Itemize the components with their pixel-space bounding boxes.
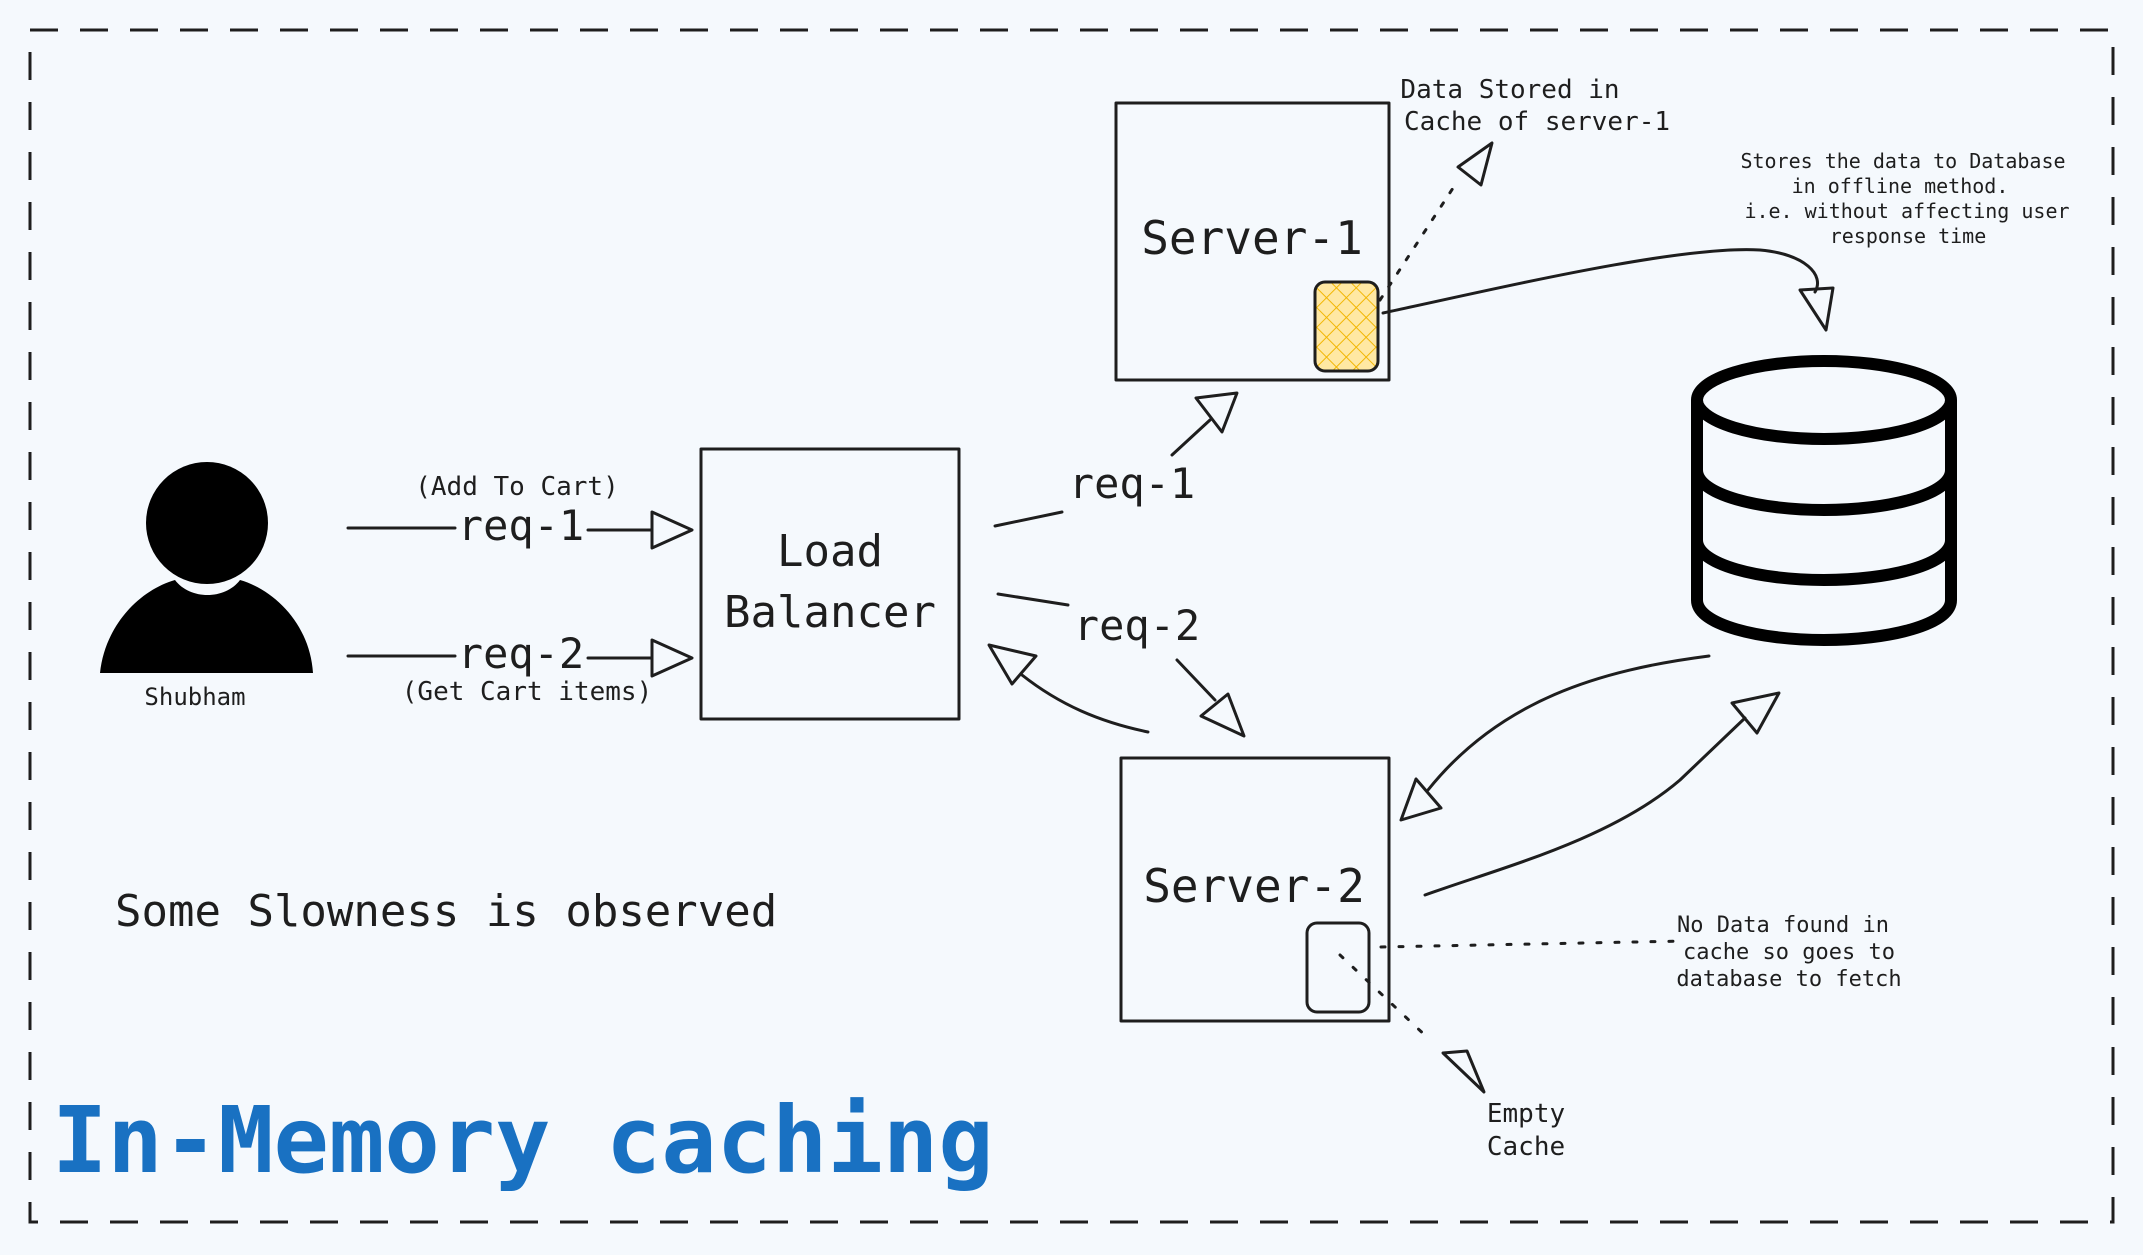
- route-server1-line-b: [1170, 418, 1212, 457]
- route-server2-label: req-2: [1074, 601, 1200, 650]
- req1-arrow-head: [650, 510, 694, 550]
- db-to-server2-curve: [1426, 654, 1711, 792]
- server2-to-db-curve: [1423, 716, 1747, 897]
- req1-label: req-1: [458, 501, 584, 550]
- server1-box: [1114, 101, 1391, 382]
- miss-note-line3: database to fetch: [1676, 967, 1901, 992]
- route-server1-label: req-1: [1069, 459, 1195, 508]
- server1-cache-note-line1: Data Stored in: [1400, 75, 1619, 105]
- diagram-title: In-Memory caching: [52, 1087, 994, 1194]
- server1-cache-note-connector: [1378, 183, 1457, 302]
- server2-box: [1119, 756, 1391, 1023]
- route-server1-line-a: [993, 510, 1064, 528]
- req2-label: req-2: [458, 629, 584, 678]
- offline-write-arrow-head: [1798, 286, 1835, 332]
- server1-cache-note-line2: Cache of server-1: [1404, 107, 1670, 137]
- route-server2-line-a: [996, 592, 1070, 607]
- server2-to-db-arrow-head: [1730, 691, 1781, 735]
- route-server2-arrow-head: [1199, 692, 1246, 738]
- database-note-line1: Stores the data to Database: [1740, 149, 2065, 173]
- load-balancer-box: [699, 447, 961, 721]
- empty-cache-line2: Cache: [1487, 1132, 1565, 1162]
- user-label: Shubham: [144, 683, 245, 711]
- user-icon: [100, 462, 313, 673]
- load-balancer-line1: Load: [777, 526, 883, 577]
- server2-label: Server-2: [1143, 859, 1365, 913]
- database-note-line3: i.e. without affecting user: [1744, 199, 2069, 223]
- server1-cache-filled: [1313, 280, 1380, 373]
- server1-cache-note-arrow-head: [1456, 141, 1494, 187]
- server2-cache-empty: [1305, 921, 1371, 1014]
- miss-note-connector: [1379, 939, 1687, 949]
- empty-cache-connector: [1338, 953, 1432, 1042]
- server2-response-arrow-head: [987, 643, 1038, 686]
- server2-response-curve: [1020, 673, 1150, 734]
- database-icon: [1691, 355, 1957, 647]
- database-note-line2: in offline method.: [1792, 174, 2009, 198]
- slowness-note: Some Slowness is observed: [115, 886, 777, 937]
- load-balancer-line2: Balancer: [724, 587, 936, 638]
- req2-action-label: (Get Cart items): [402, 677, 652, 707]
- database-note-line4: response time: [1830, 224, 1987, 248]
- offline-write-curve: [1381, 248, 1819, 315]
- empty-cache-arrow-head: [1441, 1049, 1486, 1094]
- miss-note-line2: cache so goes to: [1683, 940, 1895, 965]
- route-server2-line-b: [1175, 658, 1217, 702]
- miss-note-line1: No Data found in: [1677, 913, 1889, 938]
- db-to-server2-arrow-head: [1399, 777, 1443, 822]
- route-server1-arrow-head: [1194, 391, 1239, 434]
- server1-label: Server-1: [1141, 211, 1363, 265]
- req1-action-label: (Add To Cart): [415, 472, 619, 502]
- frame-border: [28, 28, 2115, 1224]
- req2-arrow-head: [650, 638, 694, 678]
- empty-cache-line1: Empty: [1487, 1099, 1565, 1129]
